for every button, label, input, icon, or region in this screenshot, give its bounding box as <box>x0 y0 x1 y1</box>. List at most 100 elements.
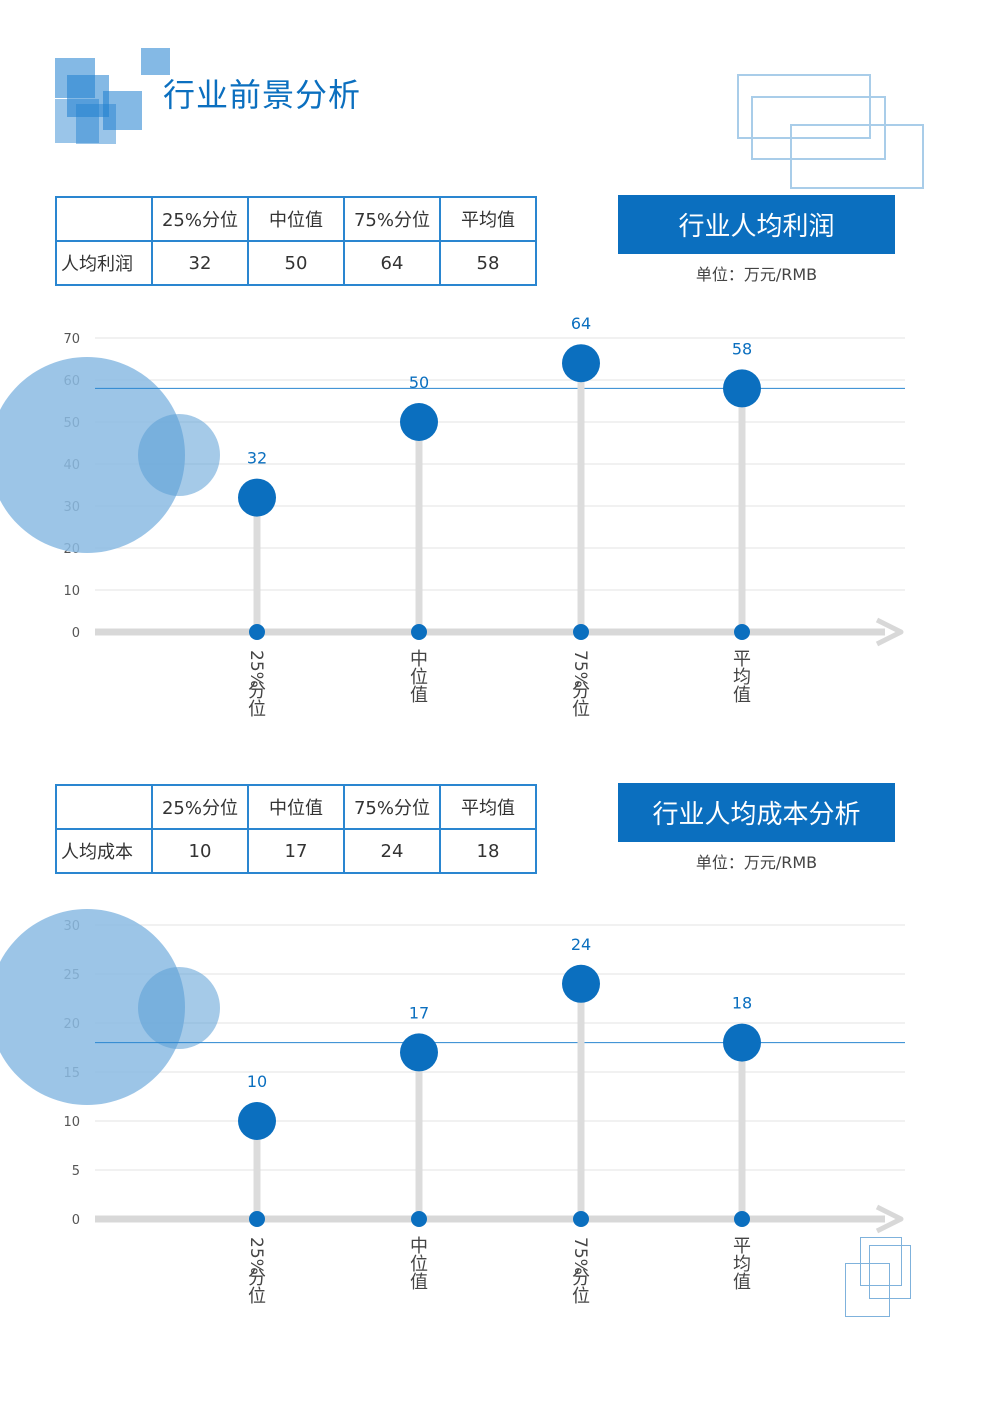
svg-text:位: 位 <box>410 1254 428 1275</box>
decor-circle-large <box>0 909 185 1105</box>
data-point <box>238 1102 276 1140</box>
svg-text:平: 平 <box>733 1236 751 1257</box>
data-label: 17 <box>409 1003 429 1022</box>
y-tick-label: 5 <box>72 1164 80 1179</box>
svg-text:值: 值 <box>733 685 751 706</box>
svg-text:值: 值 <box>410 685 428 706</box>
svg-text:均: 均 <box>733 667 751 688</box>
table-corner-cell <box>55 196 153 242</box>
profit-unit-label: 单位：万元/RMB <box>695 265 818 284</box>
table-row: 人均利润 32 50 64 58 <box>55 240 537 286</box>
svg-text:位: 位 <box>248 699 266 720</box>
base-dot <box>249 624 265 640</box>
cost-banner: 行业人均成本分析 <box>618 783 895 842</box>
svg-text:中: 中 <box>410 649 428 670</box>
cost-table: 25%分位 中位值 75%分位 平均值 人均成本 10 17 24 18 <box>55 784 537 874</box>
data-label: 64 <box>571 314 591 333</box>
table-corner-cell <box>55 784 153 830</box>
svg-text:75%: 75% <box>570 1237 590 1275</box>
table-header-cell: 平均值 <box>439 784 537 830</box>
decor-circle-small <box>138 967 220 1049</box>
table-cell: 50 <box>247 240 345 286</box>
x-axis-arrow-icon <box>875 1204 904 1234</box>
data-point <box>723 369 761 408</box>
base-dot <box>411 1211 427 1227</box>
decor-circle-small <box>138 414 220 496</box>
base-dot <box>411 624 427 640</box>
table-header-cell: 75%分位 <box>343 196 441 242</box>
table-header-cell: 平均值 <box>439 196 537 242</box>
decor-circle-large <box>0 357 185 553</box>
data-point <box>400 403 438 441</box>
table-cell: 24 <box>343 828 441 874</box>
x-category-label: 平均值 <box>733 1236 751 1293</box>
table-header-cell: 75%分位 <box>343 784 441 830</box>
svg-text:75%: 75% <box>570 650 590 688</box>
y-tick-label: 10 <box>63 584 80 599</box>
data-point <box>723 1023 761 1062</box>
base-dot <box>573 624 589 640</box>
x-category-label: 平均值 <box>733 649 751 706</box>
svg-text:位: 位 <box>410 667 428 688</box>
svg-text:25%: 25% <box>246 650 266 688</box>
y-tick-label: 0 <box>72 626 80 641</box>
svg-text:中: 中 <box>410 1236 428 1257</box>
svg-text:分: 分 <box>572 681 590 702</box>
data-point <box>562 344 600 383</box>
profit-table: 25%分位 中位值 75%分位 平均值 人均利润 32 50 64 58 <box>55 196 537 286</box>
data-label: 18 <box>732 994 752 1013</box>
svg-text:值: 值 <box>410 1272 428 1293</box>
y-tick-label: 10 <box>63 1115 80 1130</box>
data-label: 58 <box>732 339 752 358</box>
table-cell: 58 <box>439 240 537 286</box>
table-header-cell: 25%分位 <box>151 196 249 242</box>
table-header-row: 25%分位 中位值 75%分位 平均值 <box>55 784 537 830</box>
table-cell: 10 <box>151 828 249 874</box>
x-category-label: 25%分位 <box>246 1237 266 1307</box>
table-row-label: 人均成本 <box>55 828 153 874</box>
svg-text:平: 平 <box>733 649 751 670</box>
data-point <box>400 1033 438 1072</box>
x-category-label: 75%分位 <box>570 650 590 720</box>
svg-text:位: 位 <box>248 1286 266 1307</box>
table-header-cell: 中位值 <box>247 784 345 830</box>
svg-text:分: 分 <box>248 1268 266 1289</box>
profit-banner: 行业人均利润 <box>618 195 895 254</box>
table-cell: 64 <box>343 240 441 286</box>
table-cell: 18 <box>439 828 537 874</box>
svg-text:均: 均 <box>733 1254 751 1275</box>
base-dot <box>734 1211 750 1227</box>
svg-text:分: 分 <box>248 681 266 702</box>
table-row-label: 人均利润 <box>55 240 153 286</box>
x-category-label: 75%分位 <box>570 1237 590 1307</box>
svg-text:分: 分 <box>572 1268 590 1289</box>
y-tick-label: 70 <box>63 332 80 347</box>
data-point <box>238 478 276 517</box>
base-dot <box>573 1211 589 1227</box>
data-label: 10 <box>247 1072 267 1091</box>
data-label: 50 <box>409 373 429 392</box>
table-cell: 32 <box>151 240 249 286</box>
table-header-cell: 25%分位 <box>151 784 249 830</box>
data-label: 32 <box>247 449 267 468</box>
svg-text:位: 位 <box>572 699 590 720</box>
cost-unit-label: 单位：万元/RMB <box>695 853 818 872</box>
svg-text:位: 位 <box>572 1286 590 1307</box>
x-category-label: 25%分位 <box>246 650 266 720</box>
svg-text:25%: 25% <box>246 1237 266 1275</box>
data-point <box>562 964 600 1003</box>
table-row: 人均成本 10 17 24 18 <box>55 828 537 874</box>
table-header-cell: 中位值 <box>247 196 345 242</box>
table-header-row: 25%分位 中位值 75%分位 平均值 <box>55 196 537 242</box>
base-dot <box>249 1211 265 1227</box>
x-axis-arrow-icon <box>875 617 904 647</box>
base-dot <box>734 624 750 640</box>
x-category-label: 中位值 <box>410 1236 428 1293</box>
y-tick-label: 0 <box>72 1213 80 1228</box>
svg-text:值: 值 <box>733 1272 751 1293</box>
page-title: 行业前景分析 <box>163 76 362 114</box>
x-category-label: 中位值 <box>410 649 428 706</box>
table-cell: 17 <box>247 828 345 874</box>
